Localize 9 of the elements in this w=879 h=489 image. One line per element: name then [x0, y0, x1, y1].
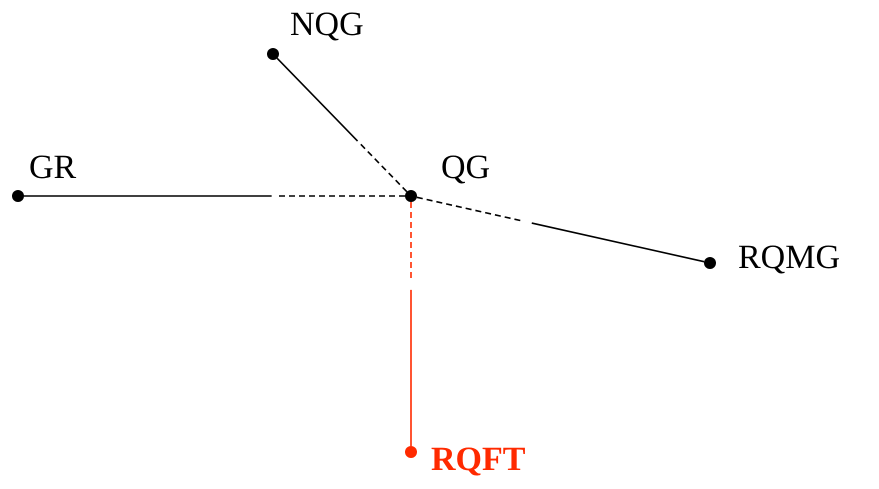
point-label: RQMG	[738, 241, 840, 275]
point-label: GR	[29, 151, 76, 185]
connector-line	[276, 58, 408, 192]
connector-line	[24, 195, 405, 197]
connector-line	[410, 202, 412, 446]
point-label: NQG	[290, 8, 364, 42]
point-label: RQFT	[431, 443, 526, 477]
point-label: QG	[441, 151, 490, 185]
connector-line	[416, 196, 704, 262]
